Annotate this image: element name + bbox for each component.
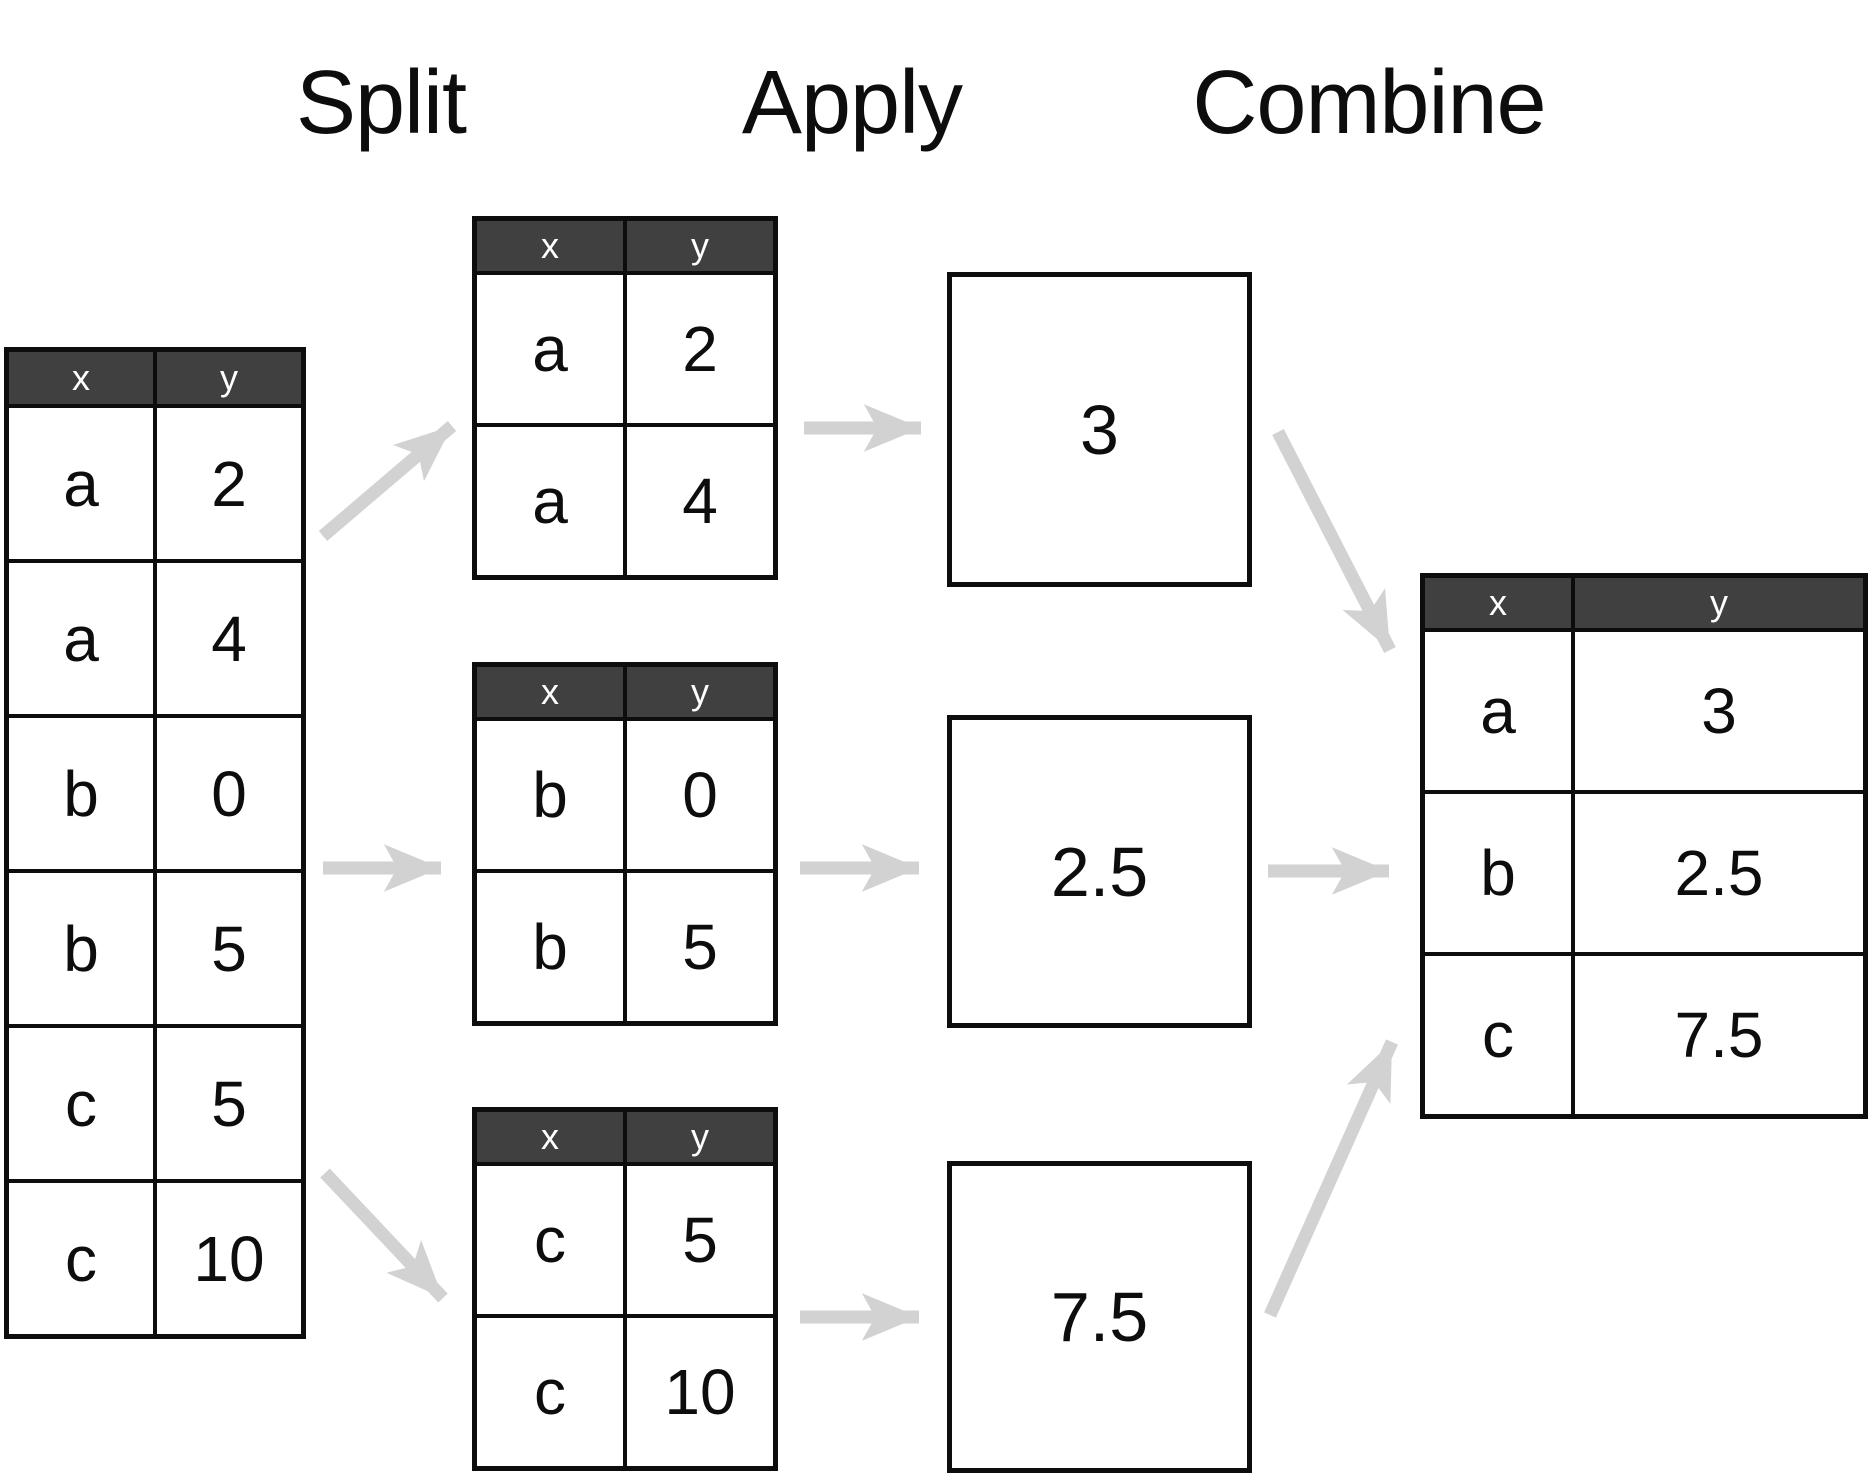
split-c-cell: 5 [627,1166,773,1314]
title-split: Split [295,53,467,153]
split-c-header-x: x [477,1112,623,1162]
split-a-header-y: y [627,221,773,271]
source-cell: 0 [157,718,301,869]
split-table-b: x y b 0 b 5 [472,662,778,1026]
title-combine: Combine [1192,53,1546,153]
source-cell: c [9,1183,153,1334]
apply-result-box-b: 2.5 [947,715,1252,1028]
source-cell: b [9,718,153,869]
split-a-cell: a [477,427,623,575]
arrow-mean-c-to-combined-icon [1264,1039,1398,1318]
combined-header-x: x [1425,578,1571,628]
title-apply: Apply [741,53,963,153]
source-cell: 2 [157,408,301,559]
source-cell: 5 [157,873,301,1024]
source-table: x y a 2 a 4 b 0 b 5 c 5 c 10 [4,347,306,1339]
combined-cell: 2.5 [1575,794,1863,952]
arrow-mean-a-to-combined-icon [1272,429,1396,653]
combined-cell: a [1425,632,1571,790]
split-b-cell: b [477,721,623,869]
split-b-cell: 0 [627,721,773,869]
split-c-cell: 10 [627,1318,773,1466]
source-cell: a [9,563,153,714]
source-cell: 10 [157,1183,301,1334]
source-cell: a [9,408,153,559]
arrow-source-to-group-a-icon [318,421,457,541]
split-a-cell: 2 [627,275,773,423]
split-table-c: x y c 5 c 10 [472,1107,778,1471]
combined-table: x y a 3 b 2.5 c 7.5 [1420,573,1868,1119]
split-b-header-x: x [477,667,623,717]
split-a-cell: a [477,275,623,423]
combined-cell: 3 [1575,632,1863,790]
arrow-source-to-group-c-icon [320,1168,448,1303]
apply-result-box-c: 7.5 [947,1161,1252,1473]
apply-result-box-a: 3 [947,272,1252,587]
split-c-cell: c [477,1318,623,1466]
split-a-cell: 4 [627,427,773,575]
source-cell: 5 [157,1028,301,1179]
source-cell: 4 [157,563,301,714]
split-a-header-x: x [477,221,623,271]
combined-cell: 7.5 [1575,956,1863,1114]
split-table-a: x y a 2 a 4 [472,216,778,580]
combined-header-y: y [1575,578,1863,628]
combined-cell: b [1425,794,1571,952]
split-b-cell: 5 [627,873,773,1021]
source-header-y: y [157,352,301,404]
source-header-x: x [9,352,153,404]
source-cell: b [9,873,153,1024]
split-b-header-y: y [627,667,773,717]
source-cell: c [9,1028,153,1179]
combined-cell: c [1425,956,1571,1114]
split-c-cell: c [477,1166,623,1314]
split-b-cell: b [477,873,623,1021]
split-c-header-y: y [627,1112,773,1162]
